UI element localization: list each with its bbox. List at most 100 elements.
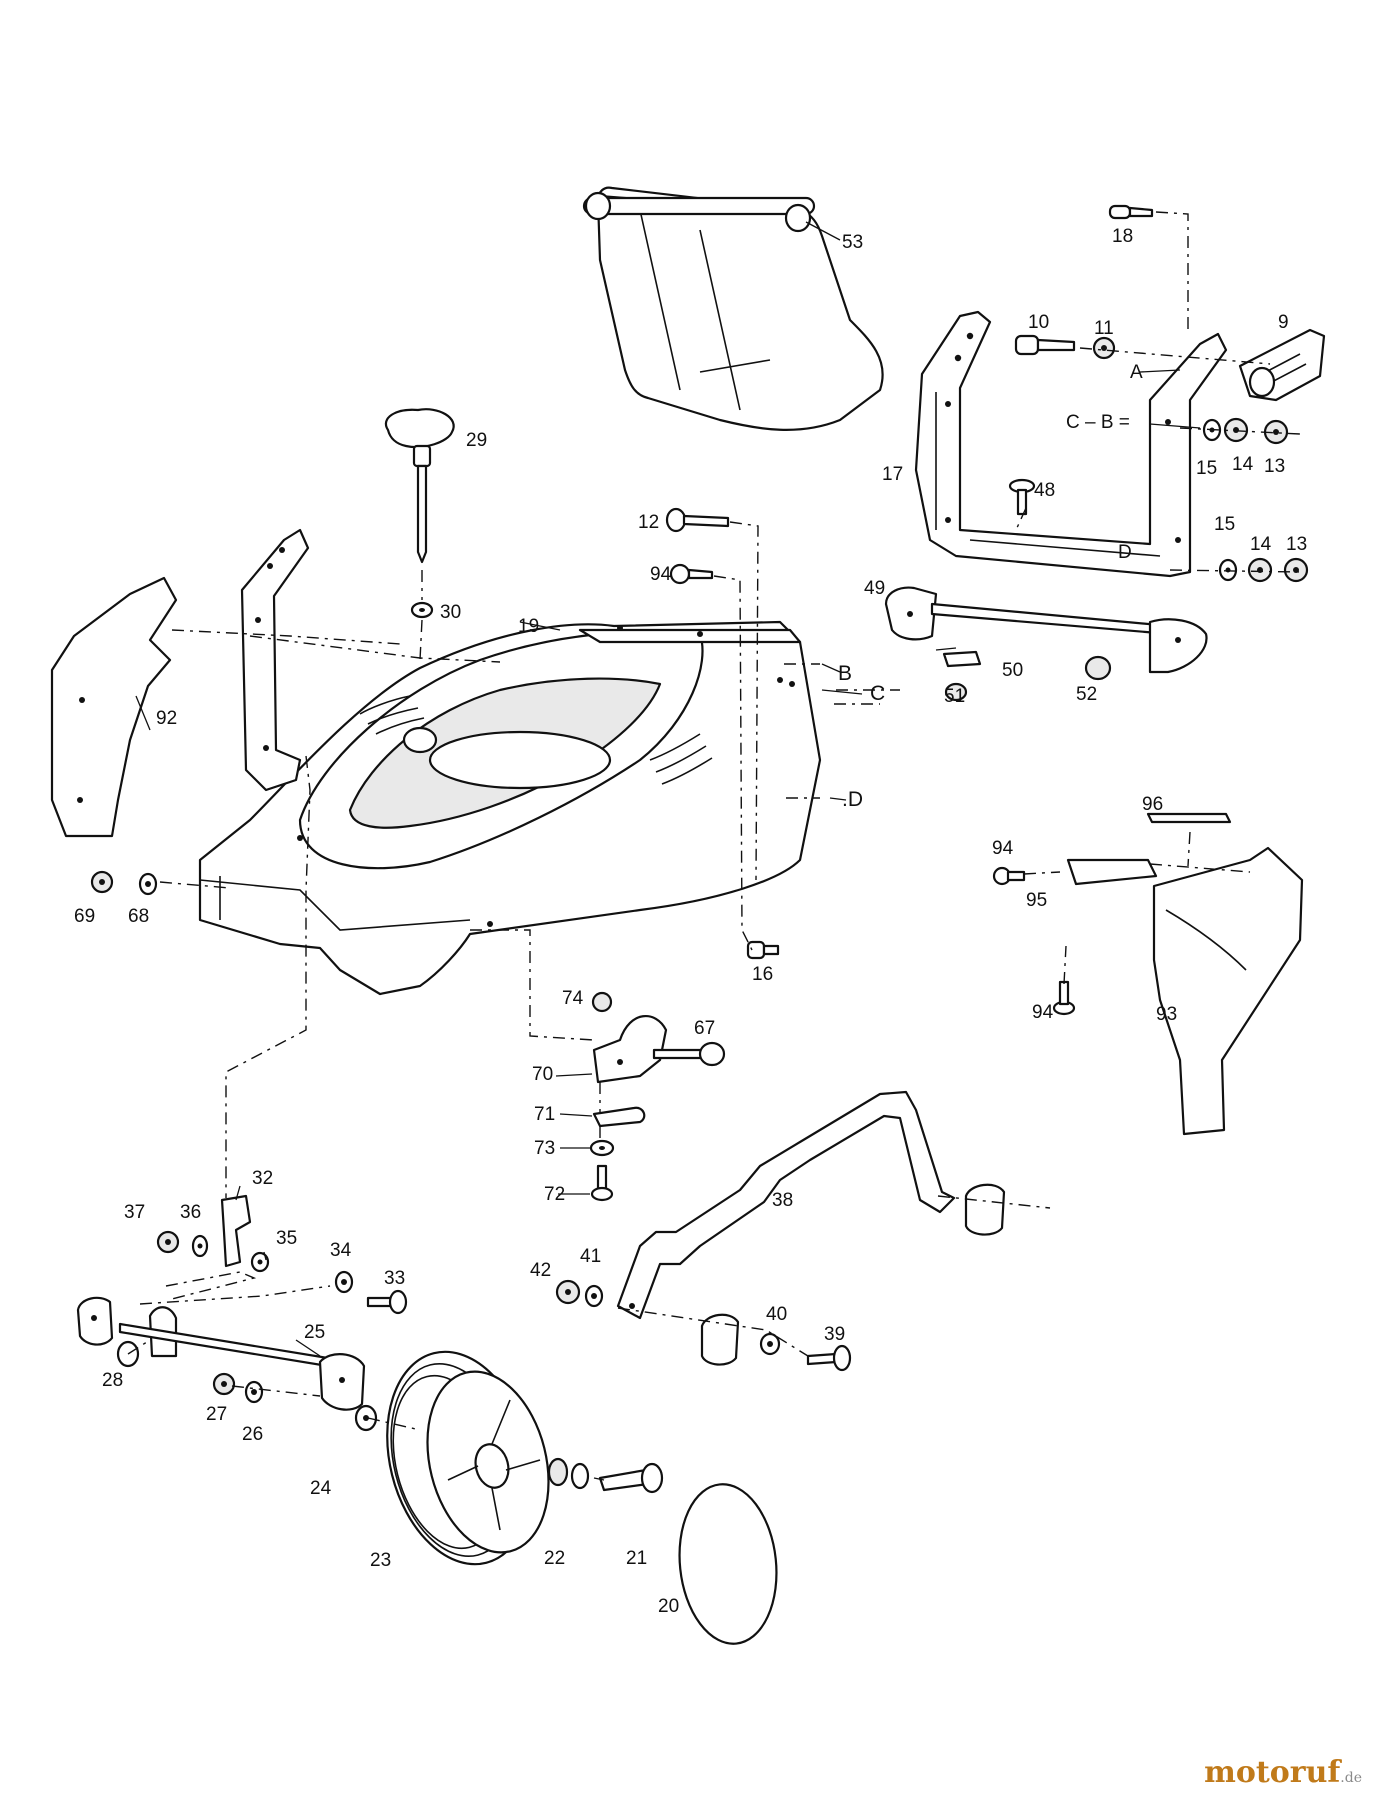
part-71-clip bbox=[592, 1106, 646, 1128]
label-9: 9 bbox=[1278, 312, 1289, 333]
label-53: 53 bbox=[842, 232, 863, 253]
label-12: 12 bbox=[638, 512, 659, 533]
part-93-side-cover bbox=[1152, 846, 1304, 1136]
label-74: 74 bbox=[562, 988, 584, 1009]
part-53-rear-flap bbox=[582, 186, 884, 431]
label-37: 37 bbox=[124, 1202, 145, 1223]
label-10: 10 bbox=[1028, 312, 1049, 333]
label-A: A bbox=[1130, 362, 1143, 383]
part-9-hinge-bracket bbox=[1238, 328, 1326, 402]
label-95: 95 bbox=[1026, 890, 1047, 911]
label-16: 16 bbox=[752, 964, 773, 985]
motoruf-watermark: motoruf.de bbox=[1204, 1755, 1362, 1790]
label-41: 41 bbox=[580, 1246, 601, 1267]
parts-24-26-27-28 bbox=[116, 1340, 378, 1432]
label-15b: 15 bbox=[1214, 514, 1235, 535]
label-D2: .D bbox=[842, 788, 863, 811]
label-93: 93 bbox=[1156, 1004, 1177, 1025]
label-21: 21 bbox=[626, 1548, 647, 1569]
label-20: 20 bbox=[658, 1596, 679, 1617]
label-35: 35 bbox=[276, 1228, 297, 1249]
part-30-washer bbox=[410, 601, 434, 619]
part-20-hub-cap bbox=[678, 1483, 778, 1645]
label-18: 18 bbox=[1112, 226, 1133, 247]
label-C-B: C – B = bbox=[1066, 412, 1130, 433]
label-34: 34 bbox=[330, 1240, 352, 1261]
part-95-latch bbox=[1066, 858, 1158, 886]
label-15a: 15 bbox=[1196, 458, 1217, 479]
part-74-nut bbox=[591, 991, 613, 1013]
assembly-lines bbox=[127, 211, 1301, 1481]
part-92-side-cover bbox=[50, 576, 178, 838]
label-17: 17 bbox=[882, 464, 903, 485]
label-94a: 94 bbox=[650, 564, 672, 585]
part-29-height-knob bbox=[384, 408, 455, 564]
label-52: 52 bbox=[1076, 684, 1097, 705]
left-height-bracket bbox=[240, 528, 310, 792]
label-13a: 13 bbox=[1264, 456, 1285, 477]
label-30: 30 bbox=[440, 602, 461, 623]
label-14a: 14 bbox=[1232, 454, 1254, 475]
label-25: 25 bbox=[304, 1322, 325, 1343]
part-19-mower-deck bbox=[198, 620, 822, 996]
part-16-screw bbox=[746, 940, 780, 960]
label-48: 48 bbox=[1034, 480, 1055, 501]
handle-mount-plates bbox=[700, 1183, 1006, 1366]
part-50-clip bbox=[942, 650, 982, 668]
part-96-strip bbox=[1146, 812, 1232, 824]
part-70-bracket bbox=[592, 1014, 668, 1084]
label-22: 22 bbox=[544, 1548, 565, 1569]
label-50: 50 bbox=[1002, 660, 1023, 681]
label-40: 40 bbox=[766, 1304, 787, 1325]
label-26: 26 bbox=[242, 1424, 263, 1445]
parts-68-69-nut-washer bbox=[90, 870, 158, 896]
part-72-bolt bbox=[590, 1164, 614, 1202]
label-24: 24 bbox=[310, 1478, 332, 1499]
label-19: 19 bbox=[518, 616, 539, 637]
label-69: 69 bbox=[74, 906, 95, 927]
label-73: 73 bbox=[534, 1138, 555, 1159]
label-28: 28 bbox=[102, 1370, 123, 1391]
part-38-handle bbox=[616, 1090, 956, 1320]
watermark-tld: .de bbox=[1340, 1770, 1362, 1786]
part-23-wheel bbox=[386, 1350, 550, 1566]
part-51-nut bbox=[944, 682, 968, 702]
label-33: 33 bbox=[384, 1268, 405, 1289]
label-68: 68 bbox=[128, 906, 149, 927]
label-71: 71 bbox=[534, 1104, 555, 1125]
part-11-nut bbox=[1092, 336, 1116, 360]
part-10-screw bbox=[1014, 334, 1076, 356]
label-23: 23 bbox=[370, 1550, 391, 1571]
label-29: 29 bbox=[466, 430, 487, 451]
label-38: 38 bbox=[772, 1190, 793, 1211]
label-13b: 13 bbox=[1286, 534, 1307, 555]
part-49-rear-axle bbox=[884, 586, 1208, 674]
part-25-front-axle bbox=[76, 1296, 366, 1411]
part-17-rear-bracket bbox=[914, 310, 1228, 578]
label-C: C bbox=[870, 682, 885, 705]
watermark-main: motoruf bbox=[1204, 1755, 1341, 1790]
label-96: 96 bbox=[1142, 794, 1163, 815]
label-32: 32 bbox=[252, 1168, 273, 1189]
parts-39-42-fasteners bbox=[555, 1279, 852, 1372]
leader-lines bbox=[135, 221, 1201, 1357]
label-39: 39 bbox=[824, 1324, 845, 1345]
label-49: 49 bbox=[864, 578, 885, 599]
label-27: 27 bbox=[206, 1404, 227, 1425]
part-67-pin bbox=[652, 1041, 726, 1067]
parts-21-22-fasteners bbox=[547, 1457, 664, 1494]
part-12-screw bbox=[665, 507, 730, 533]
label-92: 92 bbox=[156, 708, 177, 729]
washers-nuts-13-14-15 bbox=[1202, 417, 1309, 583]
part-48-screw bbox=[1008, 478, 1036, 516]
part-94-screws bbox=[669, 563, 1076, 1016]
part-52-nut bbox=[1084, 655, 1112, 681]
label-67: 67 bbox=[694, 1018, 715, 1039]
label-11: 11 bbox=[1094, 318, 1114, 339]
part-18-screw bbox=[1108, 204, 1154, 220]
label-42: 42 bbox=[530, 1260, 551, 1281]
label-94b: 94 bbox=[992, 838, 1014, 859]
parts-33-37-fasteners bbox=[156, 1230, 408, 1315]
part-73-washer bbox=[589, 1139, 615, 1157]
